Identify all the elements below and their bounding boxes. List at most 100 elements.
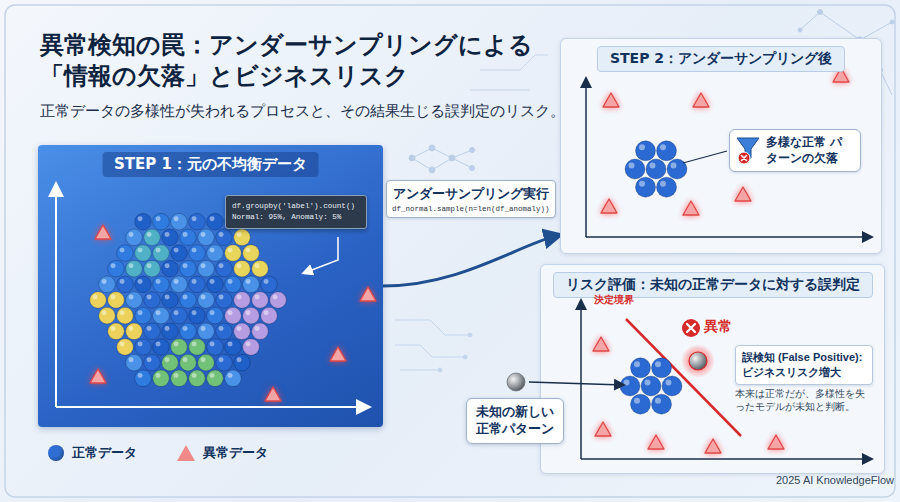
dot-shine	[174, 342, 179, 347]
dot-shine	[165, 326, 170, 331]
dot-shine	[639, 144, 645, 150]
normal-dot	[153, 245, 170, 262]
dot-shine	[156, 248, 161, 253]
normal-dot	[657, 177, 677, 197]
dot-shine	[120, 279, 125, 284]
normal-dot	[117, 276, 134, 293]
anomaly-mark	[90, 369, 106, 383]
normal-dot	[243, 307, 260, 324]
dot-shine	[655, 398, 661, 404]
dot-shine	[111, 295, 116, 300]
dot-shine	[165, 263, 170, 268]
normal-dot	[198, 229, 215, 246]
normal-dot	[207, 307, 224, 324]
dot-shine	[156, 373, 161, 378]
dot-shine	[228, 310, 233, 315]
dot-shine	[219, 357, 224, 362]
normal-dot	[144, 323, 161, 340]
dot-shine	[183, 357, 188, 362]
dot-shine	[246, 279, 251, 284]
normal-dot	[641, 376, 661, 396]
normal-dot	[234, 229, 251, 246]
panel: STEP 2：アンダーサンプリング後 多様な正常 パターンの欠落	[560, 38, 882, 254]
dot-shine	[255, 326, 260, 331]
dot-shine	[165, 232, 170, 237]
dot-shine	[138, 373, 143, 378]
normal-dot	[207, 370, 224, 387]
normal-dot	[135, 339, 152, 356]
anomaly-mark	[683, 201, 699, 215]
normal-dot	[252, 260, 269, 277]
normal-dot	[189, 370, 206, 387]
dot-shine	[645, 380, 651, 386]
x-axis	[586, 236, 871, 238]
normal-dot	[180, 292, 197, 309]
dot-shine	[201, 357, 206, 362]
dot-shine	[102, 310, 107, 315]
dot-shine	[210, 310, 215, 315]
anomaly-mark	[601, 199, 617, 213]
node-subtext: df_normal.sample(n=len(df_anomaly))	[392, 205, 550, 213]
dot-shine	[147, 232, 152, 237]
dot-shine	[129, 357, 134, 362]
dot-shine	[147, 357, 152, 362]
anomaly-mark	[265, 387, 281, 401]
dot-shine	[129, 263, 134, 268]
dot-shine	[156, 310, 161, 315]
dot-shine	[147, 326, 152, 331]
normal-dot	[171, 276, 188, 293]
anomaly-mark	[735, 187, 751, 201]
dot-shine	[666, 380, 672, 386]
normal-dot	[135, 307, 152, 324]
anomaly-mark	[330, 347, 346, 361]
dot-shine	[174, 216, 179, 221]
legend-item: 正常データ	[48, 444, 137, 462]
normal-dots	[90, 213, 287, 386]
normal-dot	[135, 245, 152, 262]
cross-badge	[738, 152, 750, 164]
normal-dot	[171, 339, 188, 356]
normal-dot	[153, 213, 170, 230]
dot-shine	[138, 279, 143, 284]
dot-shine	[174, 279, 179, 284]
normal-dot	[646, 159, 666, 179]
normal-dot	[189, 245, 206, 262]
dot-shine	[210, 342, 215, 347]
node-text: 多様な正常 パターンの欠落	[766, 135, 852, 166]
frame	[5, 5, 895, 497]
dot-shine	[147, 263, 152, 268]
watermark: 2025 AI KnowledgeFlow	[776, 474, 894, 486]
node-text: 誤検知 (False Positive): ビジネスリスク増大	[742, 350, 866, 380]
dot-shine	[129, 232, 134, 237]
dot-shine	[138, 310, 143, 315]
anomaly-mark	[705, 439, 721, 453]
cross	[742, 156, 747, 161]
normal-dot	[108, 323, 125, 340]
normal-dot	[225, 370, 242, 387]
normal-dot	[625, 159, 645, 179]
normal-dots	[620, 358, 682, 414]
panel: STEP 1：元の不均衡データdf.groupby('label').count…	[38, 145, 383, 427]
normal-dot	[90, 292, 107, 309]
flow-arrow	[383, 236, 557, 286]
normal-dot	[180, 260, 197, 277]
dot-shine	[237, 326, 242, 331]
normal-dot	[144, 354, 161, 371]
dot-shine	[192, 342, 197, 347]
normal-dot	[171, 213, 188, 230]
node-text: STEP 2：アンダーサンプリング後	[597, 46, 845, 72]
dot-shine	[634, 398, 640, 404]
normal-dot	[216, 260, 233, 277]
legend-swatch	[177, 445, 195, 461]
code-box: df.groupby('label').count() Normal: 95%,…	[225, 195, 367, 229]
normal-dot	[126, 292, 143, 309]
dot-shine	[183, 295, 188, 300]
dot-shine	[156, 279, 161, 284]
dot-shine	[138, 248, 143, 253]
normal-dot	[207, 276, 224, 293]
dot-shine	[102, 279, 107, 284]
boundary-label: 決定境界	[594, 293, 634, 307]
normal-dot	[99, 276, 116, 293]
normal-dot	[135, 213, 152, 230]
